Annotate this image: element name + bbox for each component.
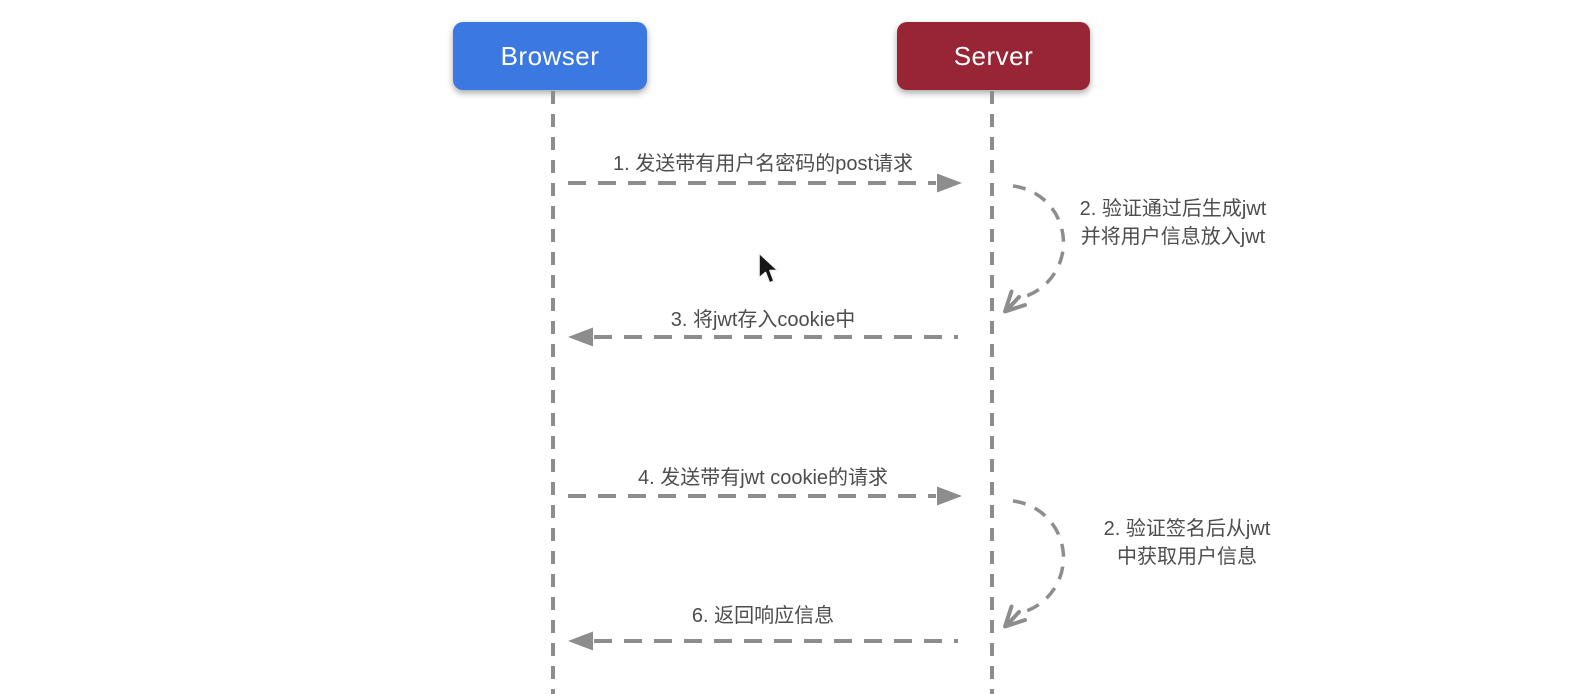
message-3-arrow: [568, 327, 958, 347]
actor-box-browser: Browser: [453, 22, 647, 90]
message-4-label: 4. 发送带有jwt cookie的请求: [637, 467, 889, 489]
self-loop-2-label: 2. 验证签名后从jwt 中获取用户信息: [1092, 515, 1282, 571]
self-loop-2-label-line-1: 2. 验证签名后从jwt: [1103, 518, 1271, 540]
arrowhead-left-icon: [568, 631, 593, 651]
mouse-cursor-icon: [758, 252, 779, 284]
message-6-label: 6. 返回响应信息: [691, 605, 835, 627]
lifeline-browser: [551, 91, 555, 694]
message-1-label: 1. 发送带有用户名密码的post请求: [612, 153, 914, 175]
self-loop-2-arrow: [1003, 499, 1066, 629]
message-6-arrow: [568, 631, 958, 651]
arrowhead-left-icon: [568, 327, 593, 347]
self-loop-1-arrow: [1003, 184, 1066, 314]
lifeline-server: [990, 91, 994, 694]
message-1-arrow: [568, 173, 962, 193]
message-3-label: 3. 将jwt存入cookie中: [670, 309, 856, 331]
self-loop-1-label: 2. 验证通过后生成jwt 并将用户信息放入jwt: [1078, 195, 1268, 251]
message-4-arrow: [568, 486, 962, 506]
self-loop-1-label-line-2: 并将用户信息放入jwt: [1080, 226, 1266, 248]
arrowhead-right-icon: [937, 173, 962, 193]
self-loop-2-label-line-2: 中获取用户信息: [1117, 546, 1257, 568]
actor-box-server: Server: [897, 22, 1090, 90]
arrowhead-down-left-icon: [1003, 289, 1027, 314]
arrowhead-down-left-icon: [1003, 604, 1027, 629]
self-loop-1-label-line-1: 2. 验证通过后生成jwt: [1079, 198, 1267, 220]
arrowhead-right-icon: [937, 486, 962, 506]
